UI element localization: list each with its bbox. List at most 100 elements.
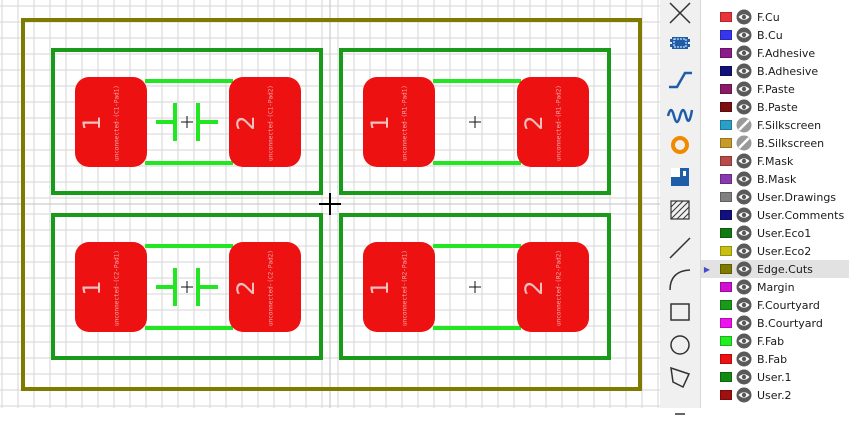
layer-color-swatch[interactable] [720, 66, 732, 76]
eye-icon[interactable] [735, 62, 753, 80]
layer-row[interactable]: F.Paste [701, 80, 849, 98]
footprint-tool-button[interactable] [665, 30, 695, 60]
pad-shape[interactable] [75, 77, 147, 167]
pad-shape[interactable] [517, 242, 589, 332]
eye-icon[interactable] [735, 260, 753, 278]
eye-icon[interactable] [735, 296, 753, 314]
layer-row[interactable]: B.Fab [701, 350, 849, 368]
layer-row[interactable]: ▶Edge.Cuts [701, 260, 849, 278]
pad-shape[interactable] [229, 242, 301, 332]
layer-row[interactable]: B.Adhesive [701, 62, 849, 80]
layer-color-swatch[interactable] [720, 264, 732, 274]
eye-icon[interactable] [735, 224, 753, 242]
layer-row[interactable]: F.Courtyard [701, 296, 849, 314]
eye-icon[interactable] [735, 188, 753, 206]
board-outline[interactable] [21, 18, 642, 391]
eye-icon[interactable] [735, 278, 753, 296]
layer-color-swatch[interactable] [720, 102, 732, 112]
eye-icon[interactable] [735, 170, 753, 188]
zone-tool-button[interactable] [665, 162, 695, 192]
layer-color-swatch[interactable] [720, 156, 732, 166]
layer-color-swatch[interactable] [720, 138, 732, 148]
visibility-off-icon[interactable] [735, 134, 753, 152]
text-tool-button[interactable] [665, 392, 695, 422]
layer-color-swatch[interactable] [720, 174, 732, 184]
eye-icon[interactable] [735, 26, 753, 44]
eye-icon[interactable] [735, 368, 753, 386]
rule-area-tool-button[interactable] [665, 195, 695, 225]
pad-shape[interactable] [363, 242, 435, 332]
layer-row[interactable]: F.Cu [701, 8, 849, 26]
layer-row[interactable]: F.Adhesive [701, 44, 849, 62]
layer-color-swatch[interactable] [720, 192, 732, 202]
layer-row[interactable]: B.Silkscreen [701, 134, 849, 152]
layer-color-swatch[interactable] [720, 228, 732, 238]
layer-color-swatch[interactable] [720, 84, 732, 94]
visibility-off-icon[interactable] [735, 116, 753, 134]
eye-icon[interactable] [735, 314, 753, 332]
route-cancel-tool-button[interactable] [665, 0, 695, 30]
eye-icon[interactable] [735, 44, 753, 62]
layer-color-swatch[interactable] [720, 318, 732, 328]
layer-row[interactable]: User.Eco1 [701, 224, 849, 242]
route-track-tool-button[interactable] [665, 63, 695, 93]
layer-row[interactable]: User.Eco2 [701, 242, 849, 260]
line-tool-button[interactable] [665, 233, 695, 263]
layer-color-swatch[interactable] [720, 300, 732, 310]
layer-color-swatch[interactable] [720, 336, 732, 346]
rectangle-tool-button[interactable] [665, 297, 695, 327]
layer-color-swatch[interactable] [720, 210, 732, 220]
layer-color-swatch[interactable] [720, 390, 732, 400]
polygon-tool-button[interactable] [665, 362, 695, 392]
layer-color-swatch[interactable] [720, 372, 732, 382]
layer-color-swatch[interactable] [720, 48, 732, 58]
via-tool-button[interactable] [665, 130, 695, 160]
layer-row[interactable]: User.1 [701, 368, 849, 386]
eye-icon[interactable] [735, 8, 753, 26]
layer-row[interactable]: B.Courtyard [701, 314, 849, 332]
eye-icon[interactable] [735, 98, 753, 116]
layer-color-swatch[interactable] [720, 30, 732, 40]
layer-row[interactable]: User.2 [701, 386, 849, 404]
layer-row[interactable]: User.Comments [701, 206, 849, 224]
pad-shape[interactable] [517, 77, 589, 167]
layer-row[interactable]: B.Paste [701, 98, 849, 116]
layer-row[interactable]: F.Fab [701, 332, 849, 350]
layer-color-swatch[interactable] [720, 282, 732, 292]
layer-color-swatch[interactable] [720, 120, 732, 130]
eye-icon[interactable] [735, 386, 753, 404]
layer-row[interactable]: B.Mask [701, 170, 849, 188]
eye-icon[interactable] [735, 206, 753, 224]
circle-tool-button[interactable] [665, 330, 695, 360]
eye-icon[interactable] [735, 152, 753, 170]
arc-tool-button[interactable] [665, 265, 695, 295]
layer-color-swatch[interactable] [720, 12, 732, 22]
tune-length-tool-button[interactable] [665, 98, 695, 128]
layer-color-swatch[interactable] [720, 354, 732, 364]
eye-icon[interactable] [735, 242, 753, 260]
pad-shape[interactable] [75, 242, 147, 332]
pad-shape[interactable] [363, 77, 435, 167]
eye-icon[interactable] [735, 350, 753, 368]
eye-icon[interactable] [735, 80, 753, 98]
layer-row[interactable]: F.Silkscreen [701, 116, 849, 134]
layer-row[interactable]: F.Mask [701, 152, 849, 170]
eye-icon[interactable] [735, 332, 753, 350]
layer-row[interactable]: Margin [701, 278, 849, 296]
layer-row[interactable]: User.Drawings [701, 188, 849, 206]
layer-row[interactable]: B.Cu [701, 26, 849, 44]
